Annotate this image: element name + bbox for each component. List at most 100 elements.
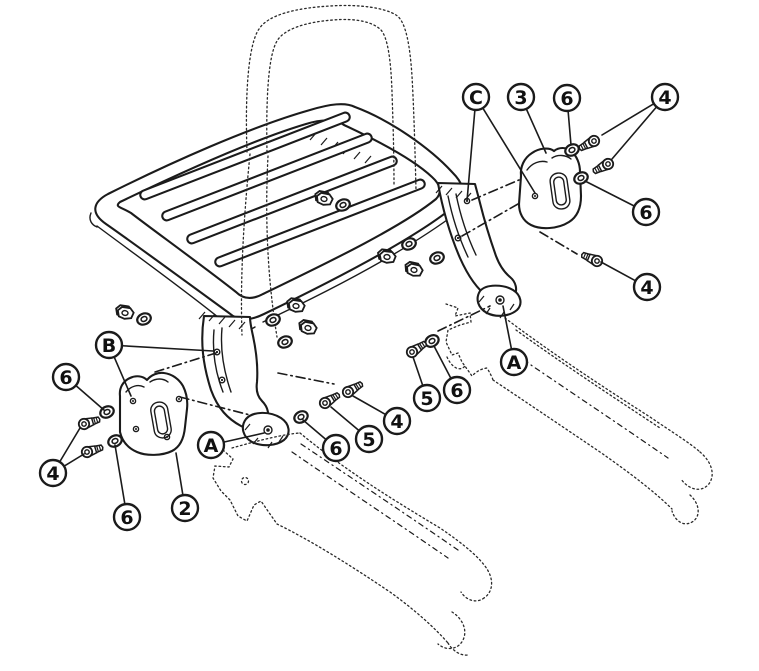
right-rail-centerlines (511, 351, 669, 459)
hex-nut-icon (296, 318, 319, 337)
callout-leader-line (600, 261, 637, 282)
hex-nut-icon (402, 259, 425, 279)
callout-circle-A (196, 430, 226, 460)
callout-circle-4 (650, 82, 680, 112)
part3-hole-dot (534, 195, 536, 197)
callout-leader-line (63, 453, 85, 468)
left-foot-hole-center (266, 428, 270, 432)
callout-label: 6 (329, 438, 342, 460)
callout-label: 6 (450, 380, 463, 402)
callout-leader-line (113, 356, 132, 397)
callout-circle-6 (51, 362, 81, 392)
part2-lip-contours (125, 378, 169, 393)
callout-label: A (507, 352, 522, 374)
callout-leader-line (222, 432, 265, 443)
screw-icon (76, 413, 103, 432)
axis-right-foot (437, 305, 491, 332)
callout-circle-2 (170, 493, 200, 523)
right-mounting-arm (435, 181, 522, 319)
axis-left-screws (277, 372, 335, 385)
left-rail-bottom-edge (276, 523, 449, 644)
callout-leader-line (352, 395, 387, 416)
assembly-axes (154, 179, 578, 416)
callout-label: 6 (120, 507, 133, 529)
left-mounting-arm (198, 311, 290, 449)
right-arm-hole-lower-dot (456, 236, 460, 240)
callout-label: 6 (639, 202, 652, 224)
right-rail-top-edge (504, 317, 701, 453)
callout-label: 2 (178, 498, 191, 520)
callout-leader-line (302, 419, 327, 441)
screw-icon (79, 441, 106, 460)
left-arm-body (201, 314, 270, 431)
rack-slat-2 (161, 132, 373, 222)
right-foot-hole-center (498, 298, 502, 302)
luggage-rack (89, 103, 464, 332)
callout-circle-A (499, 347, 529, 377)
right-rail-face-line (515, 329, 661, 429)
right-foot-hole (495, 295, 505, 305)
left-arm-hole-lower (218, 376, 226, 384)
clamp-cover-part-2 (118, 371, 189, 456)
callout-circle-6 (321, 433, 351, 463)
screw-icon (403, 337, 430, 361)
backrest-upright-left (240, 153, 251, 336)
part3-lip-contours (526, 154, 572, 171)
part3-slot (549, 172, 571, 210)
callout-label: 6 (59, 367, 72, 389)
clamp-cover-part-3 (517, 146, 583, 230)
callout-leader-line (611, 106, 658, 160)
left-arm-hole-upper (213, 348, 221, 356)
backrest-pad-inner (266, 18, 395, 187)
left-foot-hole (263, 425, 273, 435)
callout-leader-line (466, 109, 476, 202)
axis-part2-lower (179, 396, 251, 416)
axis-part3-screw (539, 231, 578, 255)
left-arm-hole-lower-dot (220, 378, 224, 382)
screw-icon (316, 389, 343, 412)
callout-leader-line (601, 102, 655, 136)
callout-leader-line (433, 345, 452, 380)
right-rail-fork (671, 451, 713, 525)
rack-slat-3 (186, 155, 398, 245)
callout-leader-line (175, 452, 184, 496)
callout-circle-6 (631, 197, 661, 227)
axis-part2-upper (154, 352, 217, 373)
callout-leader-line (58, 427, 81, 463)
frame-rail-left (212, 432, 493, 656)
backrest-pad-outer (245, 4, 417, 191)
callout-circle-B (94, 330, 124, 360)
callout-leader-line (114, 444, 126, 505)
callout-label: 4 (658, 87, 671, 109)
right-fender-plate (445, 303, 494, 381)
callout-label: 3 (514, 87, 527, 109)
left-plate-hole (240, 476, 250, 486)
callout-circle-6 (442, 375, 472, 405)
part2-body (118, 371, 189, 456)
callout-label: A (204, 435, 219, 457)
callout-leader-line (525, 108, 547, 154)
callout-label: 4 (640, 277, 653, 299)
callout-label: 5 (420, 388, 433, 410)
left-arm-foot (241, 411, 290, 447)
callout-label: 4 (46, 463, 59, 485)
right-arm-hatching (435, 185, 515, 319)
left-rail-top-edge (299, 432, 493, 599)
callout-circle-3 (506, 82, 536, 112)
hex-nut-icon (284, 296, 307, 315)
callout-circle-6 (112, 502, 142, 532)
screw-icon (576, 133, 602, 155)
part2-holes (129, 395, 183, 441)
callout-label: 4 (390, 411, 403, 433)
callout-leader-line (121, 344, 214, 352)
right-arm-hole-lower (454, 234, 462, 242)
callout-circle-4 (632, 272, 662, 302)
callout-label: C (469, 87, 483, 109)
callout-circle-4 (382, 406, 412, 436)
callout-leader-line (75, 384, 105, 411)
rack-slat-1 (139, 111, 351, 201)
callout-circle-5 (412, 383, 442, 413)
